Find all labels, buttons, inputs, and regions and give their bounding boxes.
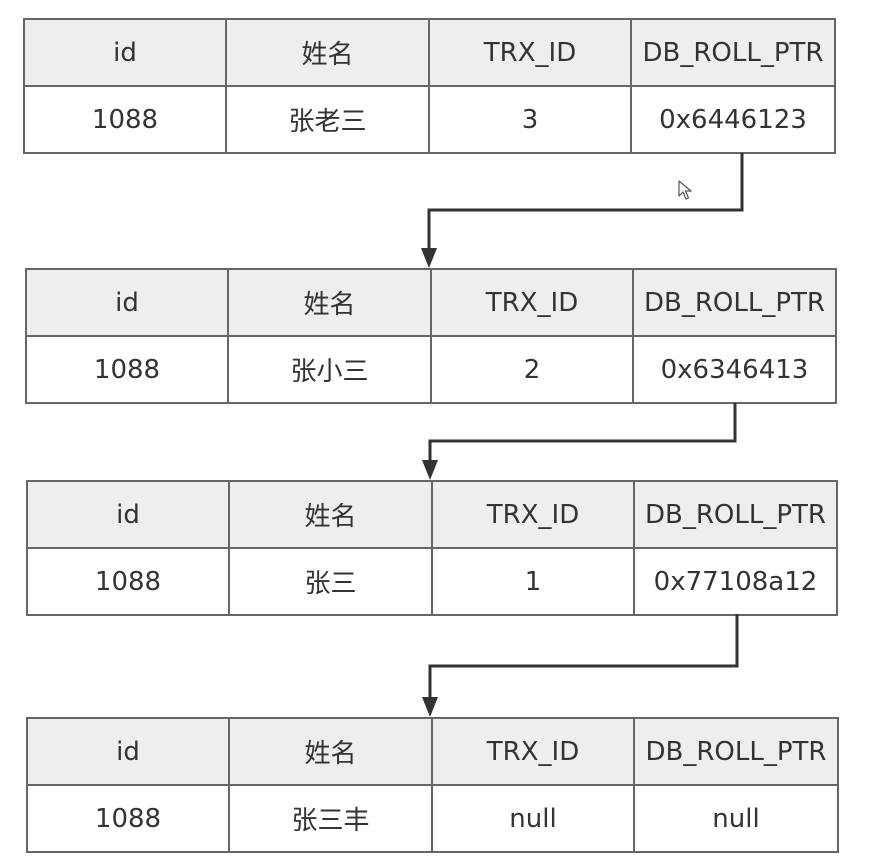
- col-header-trx-id: TRX_ID: [431, 480, 635, 549]
- undo-record-4: id 姓名 TRX_ID DB_ROLL_PTR 1088 张三丰 null n…: [26, 717, 839, 853]
- header-row: id 姓名 TRX_ID DB_ROLL_PTR: [23, 18, 836, 87]
- col-header-db-roll-ptr: DB_ROLL_PTR: [633, 717, 839, 786]
- cell-trx-id: null: [431, 784, 635, 853]
- cell-name: 张老三: [225, 85, 430, 154]
- col-header-db-roll-ptr: DB_ROLL_PTR: [633, 480, 838, 549]
- data-row: 1088 张老三 3 0x6446123: [23, 85, 836, 154]
- arrow-3-to-4: [428, 614, 739, 702]
- undo-record-3: id 姓名 TRX_ID DB_ROLL_PTR 1088 张三 1 0x771…: [26, 480, 838, 616]
- col-header-id: id: [26, 717, 230, 786]
- arrowhead-3: [422, 697, 438, 717]
- cell-name: 张三丰: [228, 784, 433, 853]
- cell-trx-id: 1: [431, 547, 635, 616]
- cell-id: 1088: [26, 547, 230, 616]
- header-row: id 姓名 TRX_ID DB_ROLL_PTR: [26, 480, 838, 549]
- cell-trx-id: 2: [430, 335, 634, 404]
- cell-roll-ptr: 0x6346413: [632, 335, 837, 404]
- col-header-id: id: [26, 480, 230, 549]
- col-header-name: 姓名: [227, 268, 432, 337]
- col-header-trx-id: TRX_ID: [431, 717, 635, 786]
- arrow-2-to-3: [428, 403, 737, 465]
- col-header-id: id: [25, 268, 229, 337]
- col-header-name: 姓名: [228, 480, 433, 549]
- mouse-cursor-icon: [678, 180, 692, 200]
- cell-id: 1088: [23, 85, 227, 154]
- cell-roll-ptr: 0x77108a12: [633, 547, 838, 616]
- col-header-db-roll-ptr: DB_ROLL_PTR: [630, 18, 836, 87]
- arrowhead-2: [422, 460, 438, 480]
- cell-roll-ptr: null: [633, 784, 839, 853]
- cell-id: 1088: [25, 335, 229, 404]
- header-row: id 姓名 TRX_ID DB_ROLL_PTR: [26, 717, 839, 786]
- undo-record-2: id 姓名 TRX_ID DB_ROLL_PTR 1088 张小三 2 0x63…: [25, 268, 837, 404]
- arrow-1-to-2: [427, 153, 744, 252]
- header-row: id 姓名 TRX_ID DB_ROLL_PTR: [25, 268, 837, 337]
- cell-name: 张三: [228, 547, 433, 616]
- data-row: 1088 张小三 2 0x6346413: [25, 335, 837, 404]
- cell-roll-ptr: 0x6446123: [630, 85, 836, 154]
- data-row: 1088 张三 1 0x77108a12: [26, 547, 838, 616]
- col-header-name: 姓名: [228, 717, 433, 786]
- col-header-name: 姓名: [225, 18, 430, 87]
- col-header-trx-id: TRX_ID: [428, 18, 632, 87]
- cell-id: 1088: [26, 784, 230, 853]
- cell-name: 张小三: [227, 335, 432, 404]
- undo-record-1: id 姓名 TRX_ID DB_ROLL_PTR 1088 张老三 3 0x64…: [23, 18, 836, 154]
- col-header-db-roll-ptr: DB_ROLL_PTR: [632, 268, 837, 337]
- cell-trx-id: 3: [428, 85, 632, 154]
- col-header-trx-id: TRX_ID: [430, 268, 634, 337]
- col-header-id: id: [23, 18, 227, 87]
- data-row: 1088 张三丰 null null: [26, 784, 839, 853]
- arrowhead-1: [421, 248, 437, 268]
